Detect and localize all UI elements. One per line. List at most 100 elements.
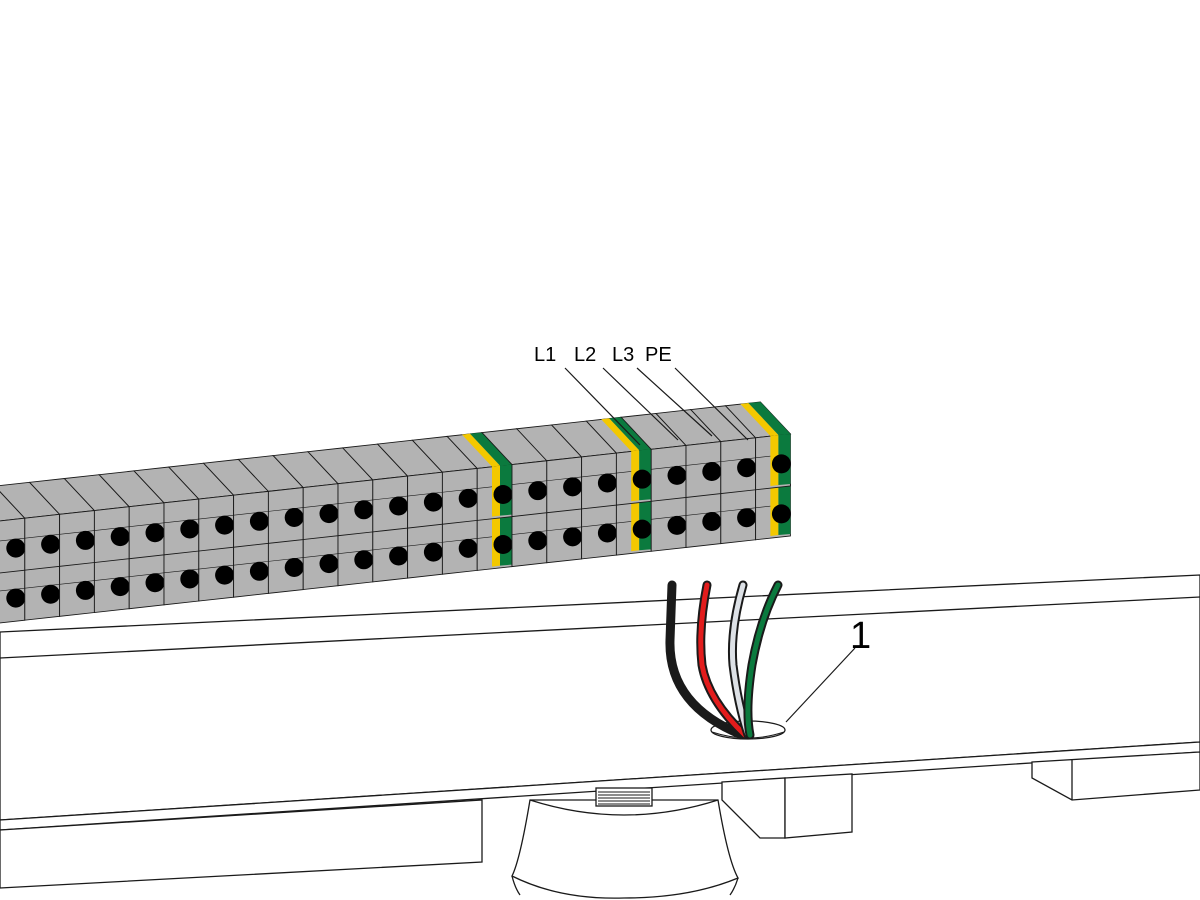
label-l2: L2 [574,344,596,366]
screw-hole [354,550,374,570]
terminal-block [267,537,304,594]
screw-hole [249,511,269,531]
screw-hole [702,512,722,532]
plate-support-rails [0,751,1200,889]
terminal-block [650,494,687,552]
earth-top-green [609,417,652,451]
screw-hole [528,531,548,551]
terminal-block [272,451,339,541]
screw-hole [563,527,583,547]
terminal-block [167,462,235,552]
terminal-block [376,439,444,529]
wire-l3 [729,582,751,738]
label-pe: PE [645,344,672,366]
leader-pe [674,367,749,441]
screw-hole [354,500,374,520]
terminal-block [620,412,687,502]
terminal-block [98,470,165,560]
screw-hole [215,565,235,585]
screw-hole [145,523,165,543]
terminal-block [302,533,339,591]
screw-hole [284,557,304,577]
terminal-block [202,458,270,548]
screw-hole [389,496,409,516]
screw-hole [458,488,478,508]
screw-hole [667,465,687,485]
earth-top-green [748,401,791,435]
callout-number-1: 1 [850,615,871,657]
terminal-block [441,517,478,575]
earth-top-yellow [601,418,640,452]
terminal-block [615,498,652,556]
label-l1: L1 [534,344,556,366]
screw-hole [41,584,61,604]
screw-hole [110,577,130,597]
leader-l2 [602,367,679,441]
terminal-block [546,506,583,564]
screw-hole [632,519,652,539]
terminal-block [685,491,722,548]
screw-hole [41,534,61,554]
terminal-block [337,529,374,587]
screw-hole [110,527,130,547]
label-l3: L3 [612,344,634,366]
screw-hole [75,580,95,600]
terminal-block [476,514,513,571]
screw-hole [249,561,269,581]
screw-hole [319,504,339,524]
mounting-plate [0,574,1200,831]
screw-hole [6,538,26,558]
earth-top-yellow [462,433,500,467]
terminal-block [724,401,792,491]
terminal-block [59,560,95,617]
screw-hole [563,477,583,497]
terminal-block [581,502,617,560]
screw-hole [771,454,791,474]
screw-hole [319,554,339,574]
terminal-block [307,447,374,537]
wire-l1 [667,582,745,738]
screw-hole [6,588,26,608]
screw-hole [215,515,235,535]
terminal-block [163,548,200,606]
screw-hole [632,469,652,489]
terminal-block [233,540,269,598]
terminal-block [720,487,757,545]
screw-hole [737,508,757,528]
screw-hole [180,519,200,539]
leveling-foot [511,787,739,899]
screw-hole [493,534,513,554]
screw-hole [145,573,165,593]
threaded-rod [598,791,650,805]
screw-hole [528,481,548,501]
terminal-block [446,432,513,521]
screw-hole [597,523,617,543]
terminal-block [689,405,757,495]
leader-l1 [564,367,641,446]
terminal-block-rails [0,401,792,624]
leader-callout-1 [785,647,856,723]
screw-hole [389,546,409,566]
terminal-block [655,409,722,498]
terminal-block [755,483,791,541]
screw-hole [423,492,443,512]
leader-l3 [636,367,713,437]
terminal-block [0,567,26,624]
screw-hole [284,507,304,527]
wire-pe [745,582,781,738]
terminal-block [128,552,165,610]
terminal-block [28,478,96,567]
earth-top-yellow [740,402,779,436]
terminal-block [198,544,235,602]
terminal-block [511,510,548,568]
terminal-block [0,481,61,571]
screw-hole [771,504,791,524]
terminal-rail-upper [0,401,792,574]
terminal-block [24,563,61,621]
screw-hole [180,569,200,589]
terminal-block [372,525,409,583]
screw-hole [423,542,443,562]
supply-cable-wires [665,580,783,740]
